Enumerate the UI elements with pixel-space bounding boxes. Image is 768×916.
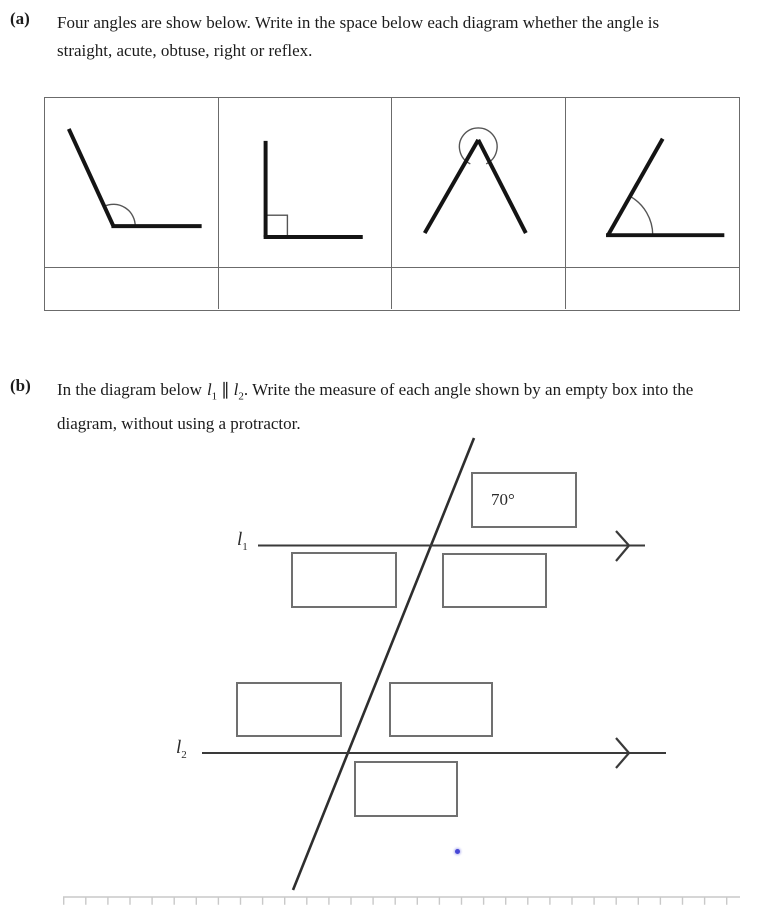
line-l2-arrow-icon bbox=[615, 737, 631, 769]
given-angle-value: 70° bbox=[491, 490, 515, 509]
part-a-question: Four angles are show below. Write in the… bbox=[57, 9, 659, 65]
diagram-lines bbox=[63, 437, 740, 905]
blue-dot-mark bbox=[455, 849, 460, 854]
obtuse-angle-diagram bbox=[66, 128, 202, 229]
angle-box-above-l2-left[interactable] bbox=[236, 682, 342, 737]
acute-angle-diagram bbox=[605, 137, 724, 238]
parallel-symbol: ∥ bbox=[221, 380, 230, 399]
line-l1-arrow-icon bbox=[615, 530, 631, 562]
angle-box-below-l1-right[interactable] bbox=[442, 553, 547, 608]
answer-cell-3[interactable] bbox=[392, 268, 566, 309]
angle-cell-4 bbox=[565, 98, 739, 268]
part-b-line1-prefix: In the diagram below bbox=[57, 380, 202, 399]
l2-label: l2 bbox=[176, 737, 187, 761]
part-b-label: (b) bbox=[10, 376, 31, 395]
part-a-line2: straight, acute, obtuse, right or reflex… bbox=[57, 41, 313, 60]
angle-table bbox=[44, 97, 740, 311]
part-b-line1-suffix: . Write the measure of each angle shown … bbox=[243, 380, 694, 399]
answer-cell-2[interactable] bbox=[219, 268, 392, 309]
given-angle-box: 70° bbox=[471, 472, 577, 528]
part-a-line1: Four angles are show below. Write in the… bbox=[57, 13, 660, 32]
part-a-label: (a) bbox=[10, 9, 30, 28]
line1-symbol-l1: l1 bbox=[206, 380, 218, 403]
right-angle-diagram bbox=[263, 140, 363, 240]
answer-cell-1[interactable] bbox=[45, 268, 219, 309]
angle-cell-1 bbox=[45, 98, 219, 268]
angle-box-below-l1-left[interactable] bbox=[291, 552, 397, 608]
parallel-lines-diagram: l1 l2 70° bbox=[0, 430, 768, 916]
transversal-line bbox=[291, 437, 476, 891]
part-b-line2: diagram, without using a protractor. bbox=[57, 414, 301, 434]
angle-box-below-l2[interactable] bbox=[354, 761, 458, 817]
angle-cell-2 bbox=[218, 98, 392, 268]
angle-cell-3 bbox=[392, 98, 566, 268]
line1-symbol-l2: l2 bbox=[233, 380, 244, 403]
angle-box-above-l2-right[interactable] bbox=[389, 682, 493, 737]
answer-cell-4[interactable] bbox=[566, 268, 740, 309]
l1-label: l1 bbox=[237, 529, 248, 553]
reflex-angle-diagram bbox=[422, 127, 528, 235]
